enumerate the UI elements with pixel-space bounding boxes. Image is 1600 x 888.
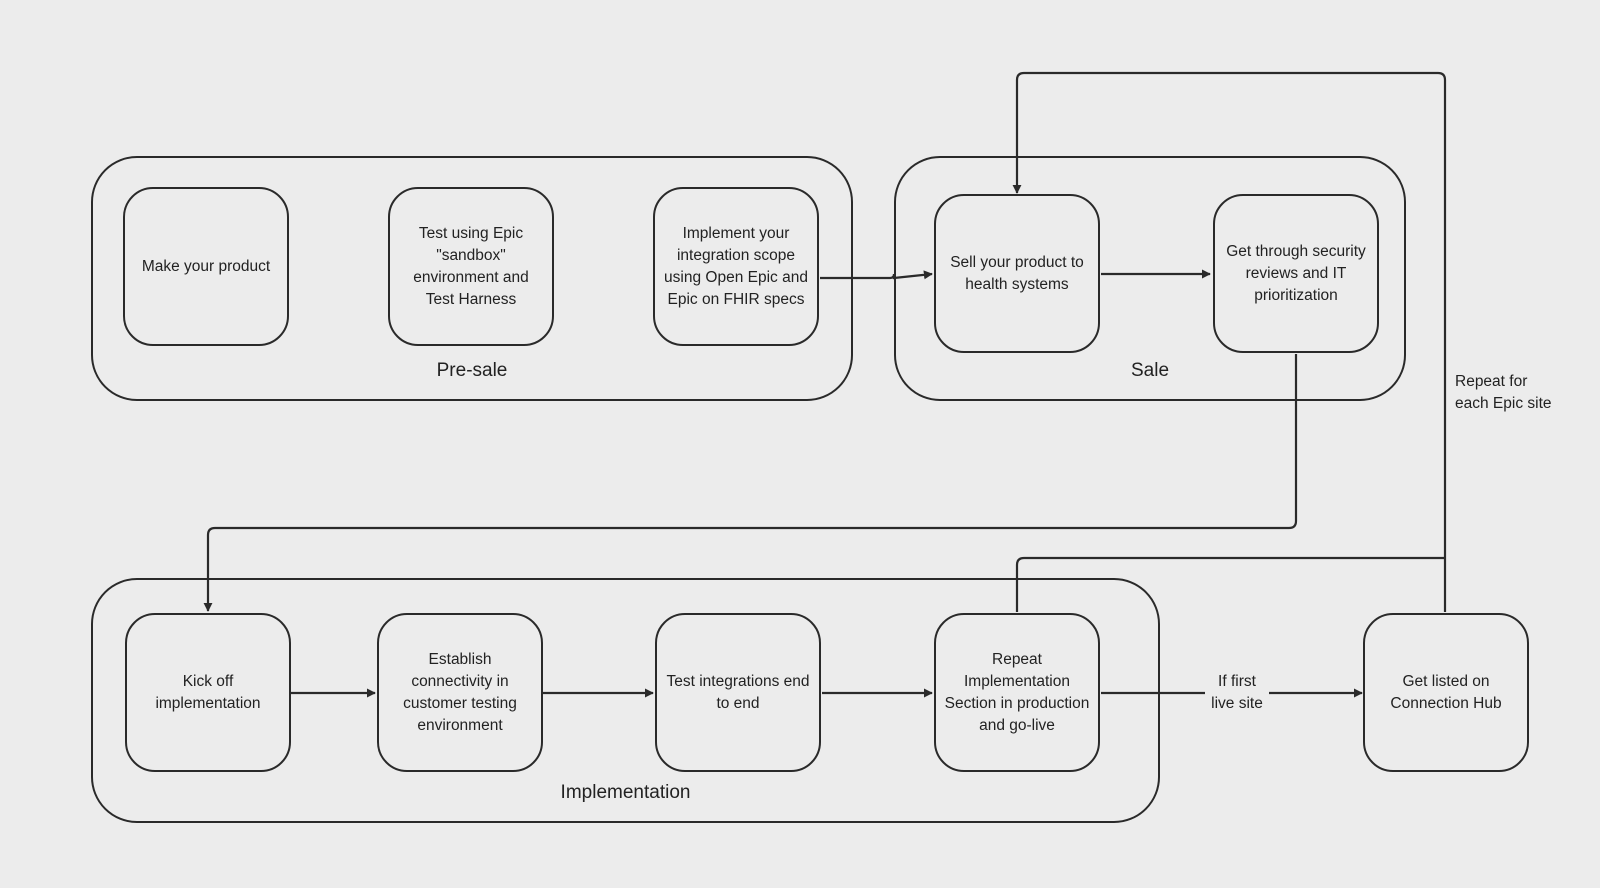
step-label: Get through security reviews and IT prio…	[1226, 242, 1366, 304]
step-repeat-implementation[interactable]: Repeat Implementation Section in product…	[934, 613, 1100, 772]
step-kick-off[interactable]: Kick off implementation	[125, 613, 291, 772]
arrow-presale-to-sale	[820, 270, 933, 280]
step-label: Get listed on Connection Hub	[1390, 672, 1502, 712]
group-presale: Pre-sale	[91, 156, 853, 401]
edge-label-if-first-live-site: If first live site	[1205, 671, 1269, 715]
step-establish-connectivity[interactable]: Establish connectivity in customer testi…	[377, 613, 543, 772]
step-get-listed[interactable]: Get listed on Connection Hub	[1363, 613, 1529, 772]
line-repeat-to-loop	[1015, 556, 1445, 612]
step-test-sandbox[interactable]: Test using Epic "sandbox" environment an…	[388, 187, 554, 346]
step-label: Test integrations end to end	[666, 672, 810, 712]
step-label: Make your product	[141, 257, 271, 275]
step-label: Implement your integration scope using O…	[664, 224, 808, 308]
step-security-reviews[interactable]: Get through security reviews and IT prio…	[1213, 194, 1379, 353]
group-label-presale: Pre-sale	[436, 360, 508, 381]
group-label-sale: Sale	[1130, 360, 1170, 381]
step-label: Test using Epic "sandbox" environment an…	[413, 224, 529, 308]
edge-label-repeat-for-each-site: Repeat for each Epic site	[1455, 371, 1563, 415]
group-label-implementation: Implementation	[560, 782, 691, 803]
step-implement-scope[interactable]: Implement your integration scope using O…	[653, 187, 819, 346]
step-label: Sell your product to health systems	[950, 253, 1084, 293]
step-test-integrations[interactable]: Test integrations end to end	[655, 613, 821, 772]
step-label: Repeat Implementation Section in product…	[944, 650, 1090, 734]
step-label: Establish connectivity in customer testi…	[403, 650, 517, 734]
arrow-security-to-kickoff	[203, 354, 1298, 612]
group-implementation: Implementation	[91, 578, 1160, 823]
step-label: Kick off implementation	[155, 672, 261, 712]
group-sale: Sale	[894, 156, 1406, 401]
step-sell-product[interactable]: Sell your product to health systems	[934, 194, 1100, 353]
step-make-product[interactable]: Make your product	[123, 187, 289, 346]
arrow-listed-to-sell	[1012, 71, 1447, 612]
